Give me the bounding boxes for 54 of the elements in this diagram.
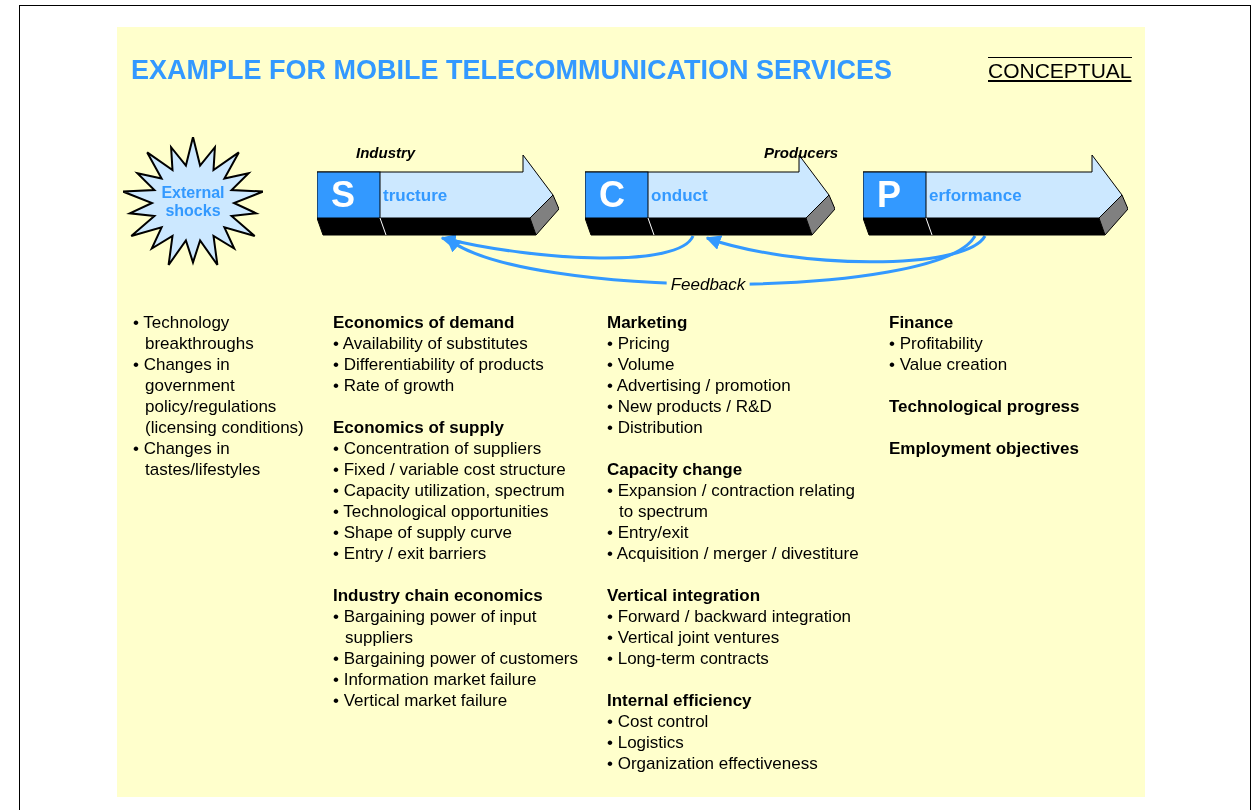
initial-letter: P bbox=[877, 175, 901, 215]
bullet-item: • Acquisition / merger / divestiture bbox=[607, 543, 860, 564]
bullet-item: • Logistics bbox=[607, 732, 685, 753]
section-heading: Vertical integration bbox=[607, 585, 762, 606]
bullet-item: • Forward / backward integration bbox=[607, 606, 853, 627]
arrow-label: erformance bbox=[929, 186, 1022, 206]
section-heading: Employment objectives bbox=[889, 438, 1080, 459]
arrow-label: onduct bbox=[651, 186, 708, 206]
section-heading: Technological progress bbox=[889, 396, 1081, 417]
bullet-item: • Profitability bbox=[889, 333, 984, 354]
title: EXAMPLE FOR MOBILE TELECOMMUNICATION SERVICES bbox=[131, 54, 893, 86]
initial-letter: S bbox=[331, 175, 355, 215]
arrow-label: tructure bbox=[383, 186, 448, 206]
bullet-item: • Advertising / promotion bbox=[607, 375, 792, 396]
bullet-item: • Rate of growth bbox=[333, 375, 456, 396]
bullet-item: • Differentiability of products bbox=[333, 354, 545, 375]
section-heading: Industry chain economics bbox=[333, 585, 544, 606]
bullet-item: • Volume bbox=[607, 354, 676, 375]
bullet-item: • Technological opportunities bbox=[333, 501, 550, 522]
initial-letter: C bbox=[599, 175, 625, 215]
section-heading: Finance bbox=[889, 312, 955, 333]
bullet-item: • Information market failure bbox=[333, 669, 538, 690]
bullet-item: • Capacity utilization, spectrum bbox=[333, 480, 566, 501]
stage-caption: Industry bbox=[356, 144, 416, 162]
section-heading: Economics of supply bbox=[333, 417, 505, 438]
bullet-item: • Pricing bbox=[607, 333, 671, 354]
bullet-item: • Fixed / variable cost structure bbox=[333, 459, 567, 480]
bullet-item: • Vertical market failure bbox=[333, 690, 509, 711]
bullet-item: • Availability of substitutes bbox=[333, 333, 529, 354]
bullet-item: • Distribution bbox=[607, 417, 704, 438]
bullet-item: • Value creation bbox=[889, 354, 1009, 375]
starburst-label: External shocks bbox=[160, 184, 226, 220]
bullet-item: • Cost control bbox=[607, 711, 710, 732]
bullet-item: • Bargaining power of input suppliers bbox=[333, 606, 538, 648]
bullet-item: • Changes in tastes/lifestyles bbox=[133, 438, 262, 480]
feedback-arrow bbox=[705, 234, 987, 264]
bullet-item: • Expansion / contraction relating to spectrum bbox=[607, 480, 856, 522]
bullet-item: • Organization effectiveness bbox=[607, 753, 819, 774]
status-label: CONCEPTUAL bbox=[988, 57, 1132, 84]
section-heading: Capacity change bbox=[607, 459, 744, 480]
bullet-item: • Changes in government policy/regulations (licensing conditions) bbox=[133, 354, 305, 438]
bullet-item: • Vertical joint ventures bbox=[607, 627, 781, 648]
bullet-item: • New products / R&D bbox=[607, 396, 773, 417]
bullet-item: • Shape of supply curve bbox=[333, 522, 513, 543]
bullet-item: • Technology breakthroughs bbox=[133, 312, 255, 354]
bullet-item: • Long-term contracts bbox=[607, 648, 770, 669]
section-heading: Marketing bbox=[607, 312, 689, 333]
bullet-item: • Entry / exit barriers bbox=[333, 543, 488, 564]
stage-caption: Producers bbox=[764, 144, 839, 162]
bullet-item: • Bargaining power of customers bbox=[333, 648, 579, 669]
bullet-item: • Entry/exit bbox=[607, 522, 690, 543]
section-heading: Economics of demand bbox=[333, 312, 516, 333]
section-heading: Internal efficiency bbox=[607, 690, 753, 711]
bullet-item: • Concentration of suppliers bbox=[333, 438, 543, 459]
